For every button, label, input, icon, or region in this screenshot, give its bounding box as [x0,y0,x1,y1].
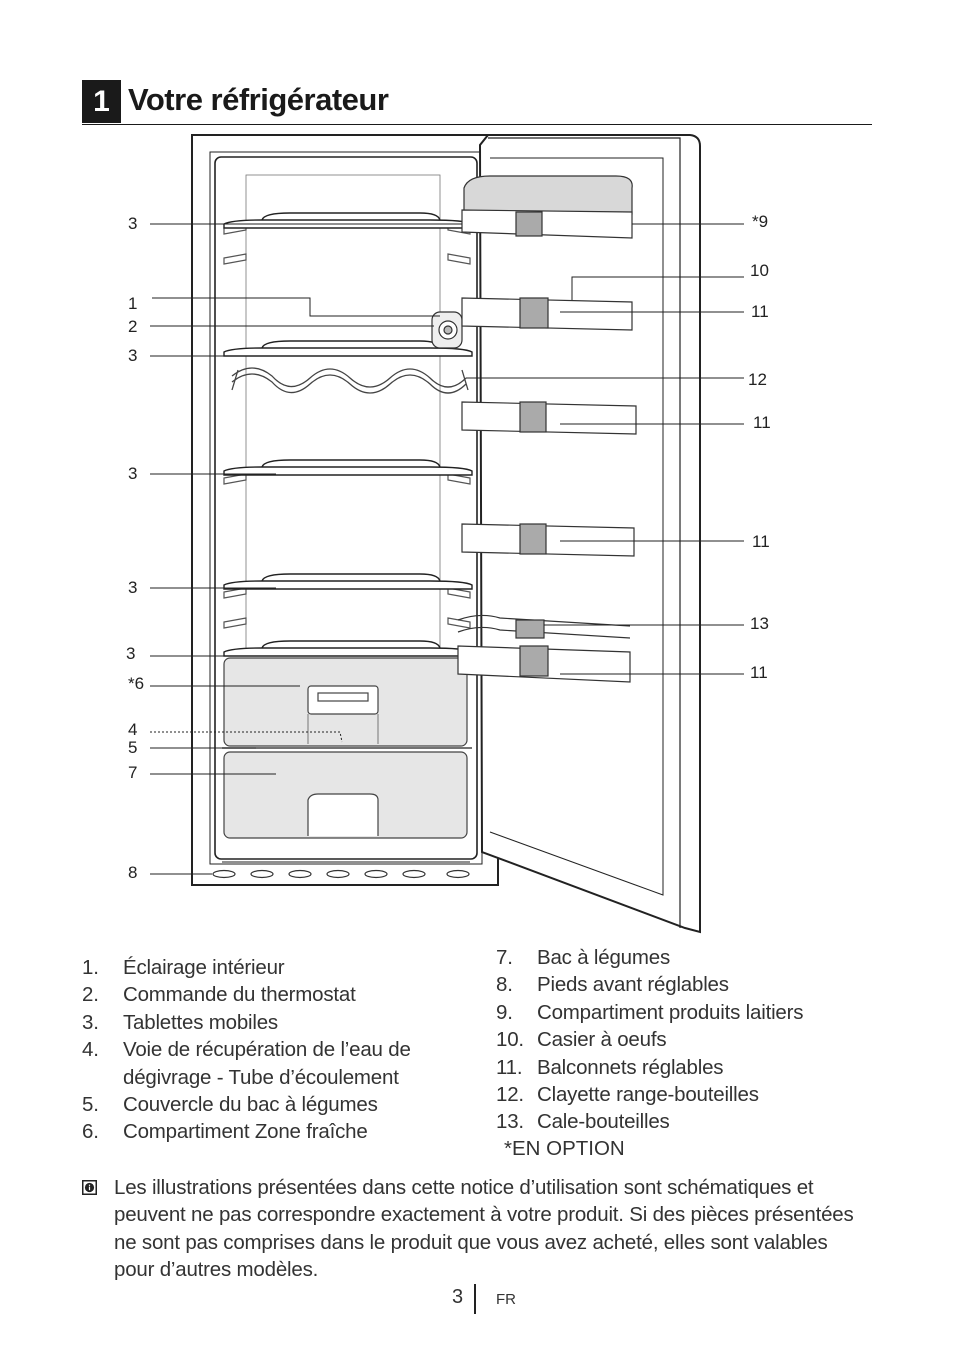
list-item: 13.Cale-bouteilles [496,1110,670,1134]
list-item: 3.Tablettes mobiles [82,1010,278,1034]
callout-3: 3 [128,214,137,233]
list-item: 8.Pieds avant réglables [496,973,729,997]
language-code: FR [496,1291,516,1308]
callout-1: 1 [128,294,137,313]
fridge-diagram: 3 1 2 3 3 3 3 *6 4 5 7 8 *9 10 11 12 11 … [126,134,771,934]
list-item: 2.Commande du thermostat [82,983,356,1007]
callout-12: 12 [748,370,767,389]
callout-13: 13 [750,614,769,633]
callout-11: 11 [750,663,768,682]
bottle-rack [231,367,469,394]
shelves [223,212,473,657]
thermostat-control [431,311,463,349]
list-item: 9.Compartiment produits laitiers [496,1000,804,1024]
optional-note: *EN OPTION [504,1137,625,1160]
page-title: Votre réfrigérateur [128,82,389,117]
callout-11: 11 [751,302,769,321]
callout-5: 5 [128,738,137,757]
list-item: 1.Éclairage intérieur [82,956,285,979]
section-number-badge: 1 [82,80,121,123]
callout-leaders [150,223,744,875]
list-item: 10.Casier à oeufs [496,1028,667,1052]
callout-labels: 3 1 2 3 3 3 3 *6 4 5 7 8 *9 10 11 12 11 … [126,212,771,882]
list-item: 7.Bac à légumes [496,946,671,969]
callout-2: 2 [128,317,137,336]
callout-8: 8 [128,863,137,882]
callout-11: 11 [753,413,771,432]
parts-list-right: 7.Bac à légumes 8.Pieds avant réglables … [496,944,896,1136]
callout-3: 3 [128,346,137,365]
door-balconies [457,175,637,683]
section-header: 1 Votre réfrigérateur [82,80,872,125]
list-item: 4.Voie de récupération de l’eau de dégiv… [82,1038,411,1089]
parts-list-left: 1.Éclairage intérieur 2.Commande du ther… [82,954,462,1146]
page-number: 3 [452,1286,464,1308]
callout-9: *9 [752,212,768,231]
info-icon [82,1180,97,1195]
callout-10: 10 [750,261,769,280]
adjustable-feet [212,869,470,879]
callout-4: 4 [128,720,137,739]
list-item: 5.Couvercle du bac à légumes [82,1093,378,1117]
callout-3: 3 [126,644,135,663]
list-item: 11.Balconnets réglables [496,1055,724,1079]
crisper-drawers [222,657,472,839]
callout-3: 3 [128,578,137,597]
callout-6: *6 [128,674,144,693]
info-note-text: Les illustrations présentées dans cette … [114,1176,854,1282]
list-item: 12.Clayette range-bouteilles [496,1083,759,1107]
callout-7: 7 [128,763,137,782]
footer-divider [474,1284,476,1314]
callout-3: 3 [128,464,137,483]
list-item: 6.Compartiment Zone fraîche [82,1120,368,1144]
callout-11: 11 [752,532,770,551]
